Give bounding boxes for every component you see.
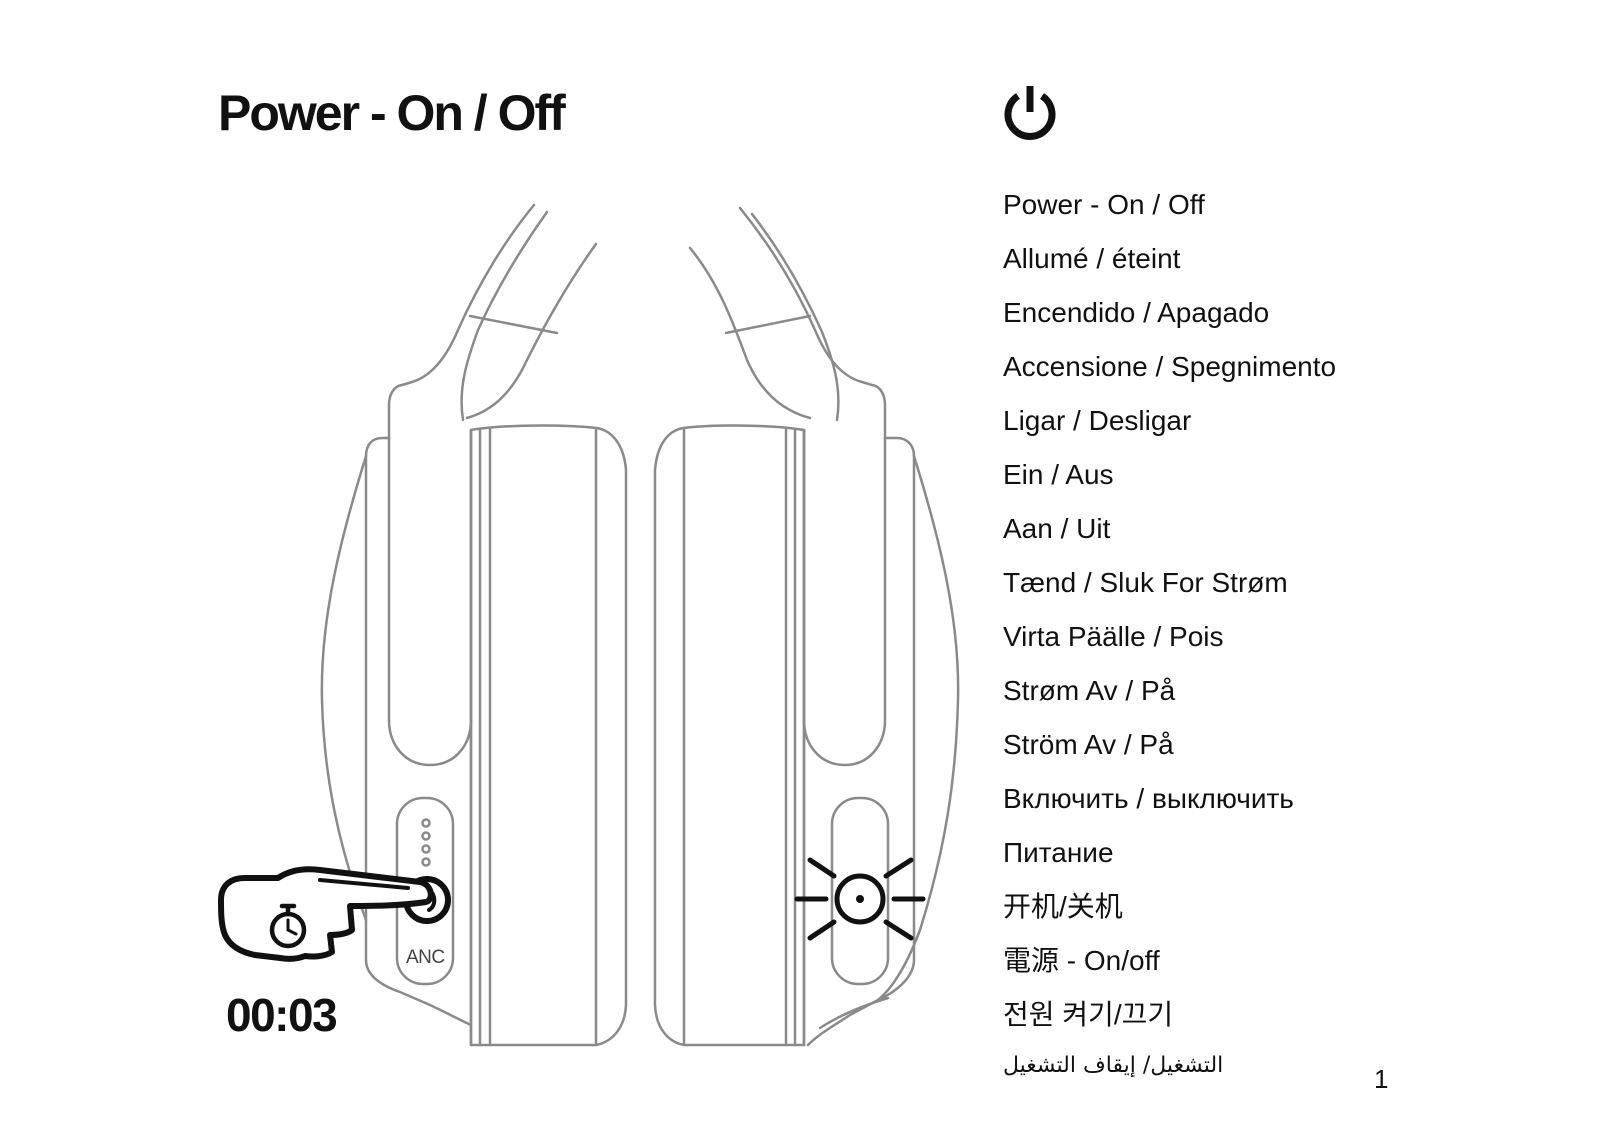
battery-led-2 [421, 831, 431, 841]
left-earcup [320, 203, 628, 1047]
translation-list: Power - On / Off Allumé / éteint Encendi… [1003, 184, 1336, 1084]
translation-norwegian: Strøm Av / På [1003, 675, 1176, 706]
translation-finnish: Virta Päälle / Pois [1003, 621, 1224, 652]
translation-german: Ein / Aus [1003, 459, 1114, 490]
translation-dutch: Aan / Uit [1003, 513, 1111, 544]
stopwatch-icon [269, 903, 307, 949]
translation-italian: Accensione / Spegnimento [1003, 351, 1337, 382]
battery-led-4 [421, 857, 431, 867]
translation-chinese: 开机/关机 [1003, 891, 1123, 922]
led-blink-icon [794, 857, 926, 941]
translation-russian: Включить / выключить [1003, 783, 1294, 814]
battery-led-3 [421, 844, 431, 854]
hold-duration: 00:03 [226, 989, 338, 1041]
pointing-hand-icon [218, 866, 434, 962]
translation-arabic: التشغيل/ إيقاف التشغيل [1003, 1053, 1224, 1078]
translation-japanese: 電源 - On/off [1003, 945, 1160, 976]
translation-swedish: Ström Av / På [1003, 729, 1174, 760]
translation-russian-alt: Питание [1003, 837, 1114, 868]
page-number: 1 [1374, 1064, 1389, 1094]
page-title: Power - On / Off [218, 85, 566, 141]
anc-label: ANC [406, 947, 445, 968]
battery-led-1 [421, 818, 431, 828]
translation-french: Allumé / éteint [1003, 243, 1181, 274]
translation-korean: 전원 켜기/끄기 [1003, 999, 1174, 1030]
power-icon [1004, 86, 1056, 140]
translation-danish: Tænd / Sluk For Strøm [1003, 567, 1288, 598]
translation-portuguese: Ligar / Desligar [1003, 405, 1192, 436]
translation-spanish: Encendido / Apagado [1003, 297, 1270, 328]
translation-english: Power - On / Off [1003, 189, 1205, 220]
right-earcup [653, 206, 960, 1047]
